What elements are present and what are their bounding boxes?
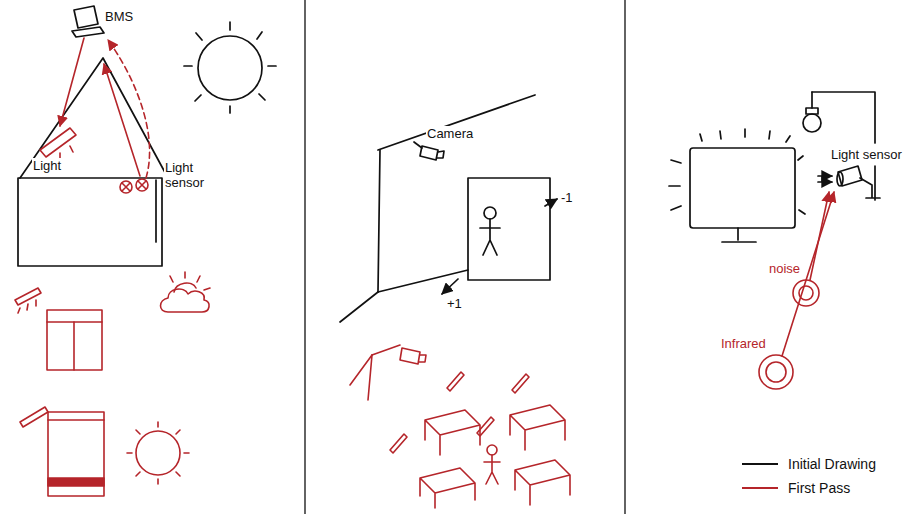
legend-line-sample bbox=[742, 487, 778, 489]
text-label: +1 bbox=[446, 296, 463, 311]
noise-sketch bbox=[759, 192, 834, 389]
legend-row: First Pass bbox=[742, 476, 876, 500]
legend-text: First Pass bbox=[788, 480, 850, 496]
first-pass-sketch bbox=[15, 38, 210, 496]
legend: Initial DrawingFirst Pass bbox=[742, 452, 876, 500]
room-sketch bbox=[340, 95, 557, 322]
legend-line-sample bbox=[742, 463, 778, 465]
monitor-sketch bbox=[669, 92, 880, 242]
text-label: Light sensor bbox=[164, 160, 212, 190]
classroom-sketch bbox=[350, 345, 570, 508]
text-label: Camera bbox=[426, 126, 474, 141]
text-label: -1 bbox=[560, 190, 574, 205]
text-label: Light bbox=[32, 158, 62, 173]
text-label: Infrared bbox=[720, 336, 767, 351]
text-label: Light sensor bbox=[830, 147, 903, 162]
legend-row: Initial Drawing bbox=[742, 452, 876, 476]
house-sketch bbox=[18, 6, 276, 266]
text-label: BMS bbox=[104, 9, 134, 24]
panel-divider bbox=[305, 0, 625, 514]
text-label: noise bbox=[768, 261, 801, 276]
legend-text: Initial Drawing bbox=[788, 456, 876, 472]
